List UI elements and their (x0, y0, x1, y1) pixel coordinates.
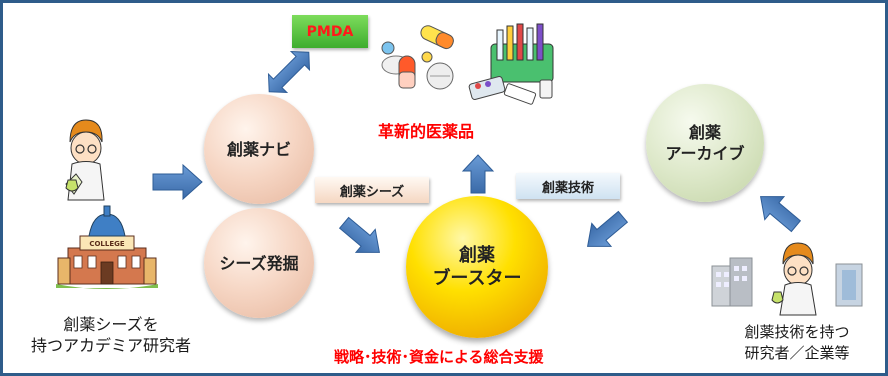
arrow-academia-to-navi (152, 163, 203, 201)
industry-caption: 創薬技術を持つ 研究者／企業等 (744, 323, 850, 362)
innovative-drug-label: 革新的医薬品 (378, 122, 475, 141)
industry-researcher-icon (771, 242, 817, 316)
company-buildings-icon (711, 257, 863, 307)
drug-booster-circle: 創薬 ブースター (406, 196, 548, 338)
academic-researcher-icon (65, 119, 105, 201)
comprehensive-support-caption: 戦略･技術･資金による総合支援 (334, 348, 544, 366)
pmda-box: PMDA (292, 15, 368, 48)
drug-archive-label: 創薬 アーカイブ (665, 123, 745, 163)
college-building-icon (56, 205, 158, 289)
arrow-archive-to-booster (587, 210, 629, 247)
college-sign-text: COLLEGE (89, 240, 125, 248)
seeds-discovery-label: シーズ発掘 (219, 253, 299, 273)
arrow-navi-pmda (267, 50, 311, 94)
pills-illustration (381, 25, 454, 90)
drug-navi-circle: 創薬ナビ (204, 94, 314, 204)
seeds-discovery-circle: シーズ発掘 (204, 208, 314, 318)
arrow-industry-to-archive (760, 196, 802, 233)
lab-tools-illustration (468, 23, 554, 105)
drug-navi-label: 創薬ナビ (226, 139, 291, 159)
arrow-booster-to-result (461, 154, 495, 194)
drug-archive-circle: 創薬 アーカイブ (646, 84, 764, 202)
drug-technology-tag: 創薬技術 (516, 173, 620, 199)
academia-caption: 創薬シーズを 持つアカデミア研究者 (30, 315, 191, 355)
drug-seeds-tag: 創薬シーズ (315, 177, 429, 203)
drug-booster-label: 創薬 ブースター (432, 245, 522, 289)
arrow-seeds-to-booster (338, 216, 380, 253)
